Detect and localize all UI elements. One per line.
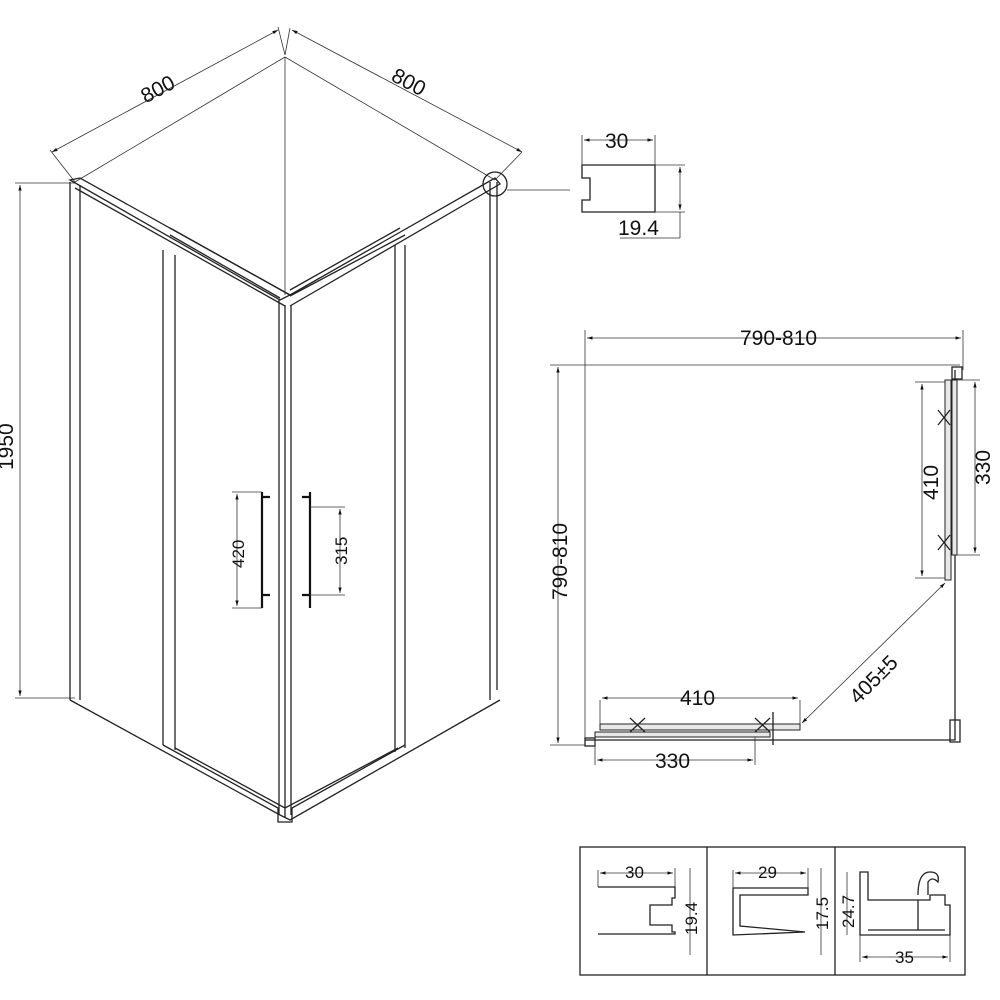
- plan-depth-label: 790-810: [549, 523, 572, 600]
- bottom-door-length-label: 410: [680, 687, 715, 710]
- plan-view: 790-810 790-810 410 330 410 330: [549, 327, 995, 773]
- profiles-table: 30 19.4 29 17.5 24.7 35: [579, 846, 966, 976]
- profile-2-depth-label: 17.5: [813, 897, 832, 930]
- width-left-dimension: [51, 29, 279, 153]
- profile-1-depth-label: 19.4: [682, 902, 701, 935]
- profile-3-width-label: 35: [895, 948, 914, 967]
- detail-depth-label: 19.4: [618, 217, 659, 240]
- iso-view: 800 800 1950: [0, 26, 570, 823]
- profile-3-height-label: 24.7: [839, 895, 858, 928]
- entrance-diagonal-label: 405±5: [845, 651, 902, 708]
- profile-3: 24.7 35: [839, 871, 951, 967]
- profile-1-width-label: 30: [625, 863, 644, 882]
- entrance-diagonal-dimension: [801, 582, 946, 724]
- bottom-door-fixed-label: 330: [655, 750, 690, 773]
- profile-2-width-label: 29: [758, 863, 777, 882]
- detail-width-label: 30: [605, 130, 628, 153]
- right-door-fixed-label: 330: [972, 450, 995, 485]
- handle-right-label: 315: [332, 537, 351, 565]
- profile-2: 29 17.5: [732, 863, 832, 955]
- handle-left-label: 420: [229, 540, 248, 568]
- detail-profile: 30 19.4: [581, 130, 685, 240]
- detail-callout: [482, 171, 508, 197]
- width-right-dimension: [291, 29, 523, 153]
- profile-1: 30 19.4: [597, 863, 701, 955]
- width-right-label: 800: [388, 64, 430, 101]
- right-door-length-label: 410: [920, 465, 943, 500]
- height-label: 1950: [0, 423, 18, 470]
- plan-width-label: 790-810: [740, 327, 817, 350]
